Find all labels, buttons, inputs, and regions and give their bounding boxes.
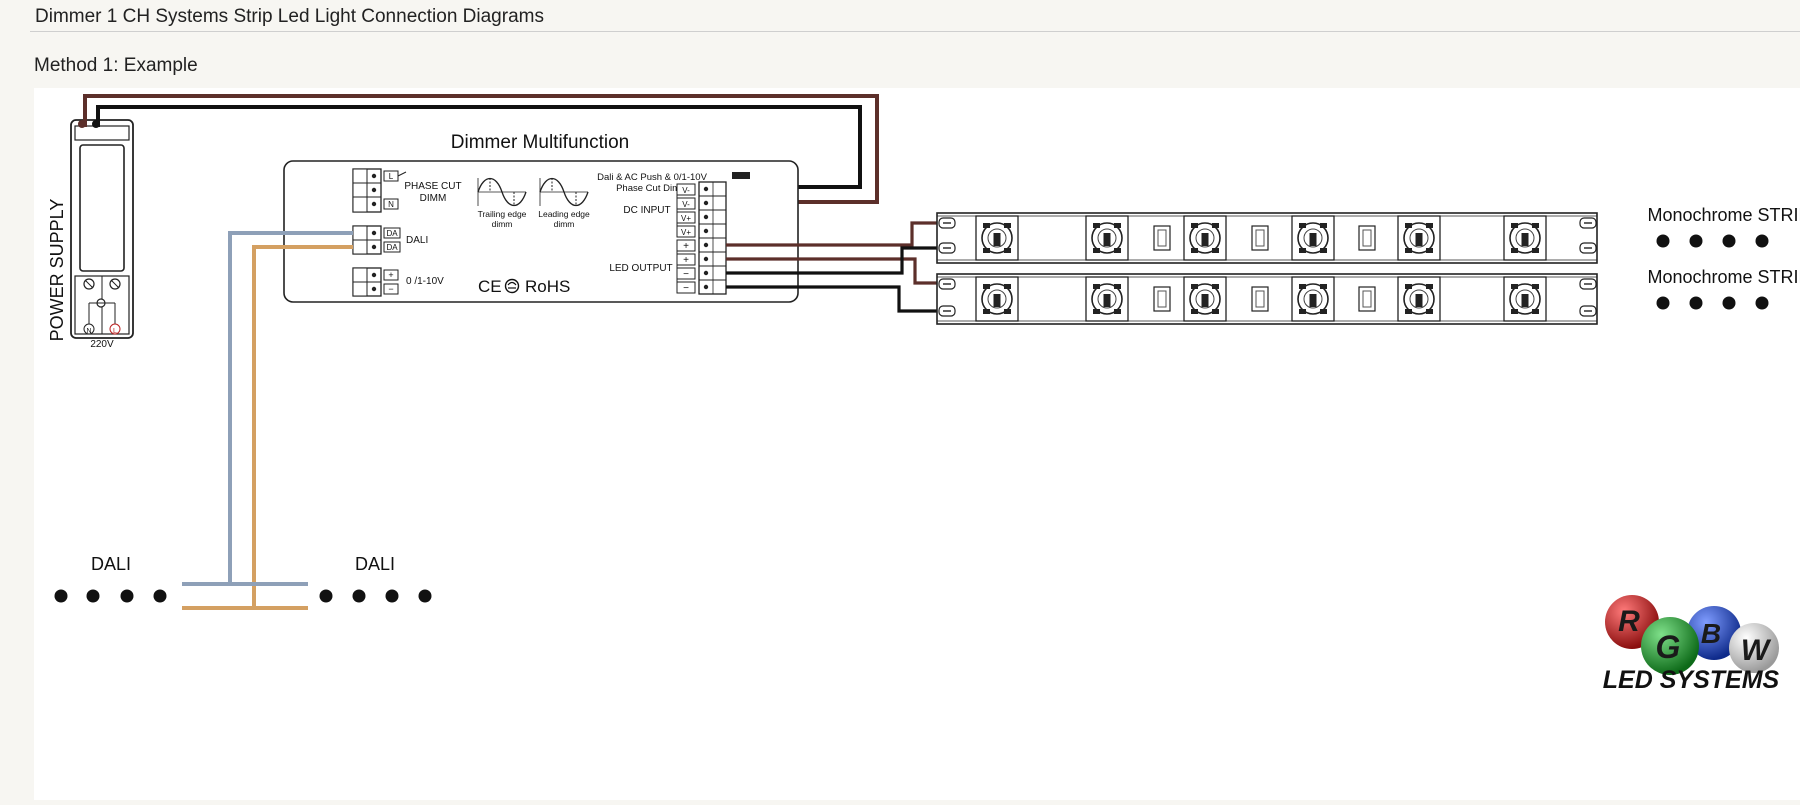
section-title: Method 1: Example	[34, 55, 198, 76]
led-pin-3: −	[683, 269, 689, 280]
led-output-label: LED OUTPUT	[609, 263, 672, 274]
terminal-l-label: L	[389, 172, 394, 181]
analog-plus: +	[388, 270, 393, 280]
dimmer-box: L N PHASE CUT DIMM DA DA DALI + − 0 /1-1…	[283, 160, 799, 303]
trailing-edge-label: Trailing edge	[478, 209, 527, 219]
terminal-n-label: N	[388, 200, 394, 209]
power-supply-label: POWER SUPPLY	[47, 199, 67, 342]
brown-wire	[83, 94, 879, 204]
power-wires	[83, 94, 879, 204]
leading-edge-label: Leading edge	[538, 209, 590, 219]
top-note-line2: Phase Cut Dimm	[616, 183, 688, 194]
dali-wires	[182, 231, 353, 610]
dimmer-dali-label: DALI	[406, 235, 428, 246]
power-supply: POWER SUPPLY N L 220V	[47, 119, 134, 350]
trailing-edge-dimm: dimm	[492, 219, 513, 229]
led-pin-4: −	[683, 283, 689, 294]
black-wire	[96, 105, 862, 189]
logo-letter-b: B	[1701, 618, 1721, 649]
dali-terminal-2: DA	[386, 243, 398, 252]
dali-orange-wire	[252, 245, 353, 608]
connection-diagram: POWER SUPPLY N L 220V Dimmer Multifuncti…	[47, 94, 1800, 694]
rgbw-logo: R G B W LED SYSTEMS	[1603, 595, 1780, 694]
leading-edge-dimm: dimm	[554, 219, 575, 229]
logo-letter-w: W	[1741, 634, 1772, 667]
neutral-label: N	[86, 328, 91, 335]
top-note-line1: Dali & AC Push & 0/1-10V	[597, 172, 707, 183]
dali-blue-wire	[228, 231, 353, 584]
dali-terminal-1: DA	[386, 229, 398, 238]
phase-cut-label: PHASE CUT	[404, 181, 461, 192]
neutral-terminal	[83, 323, 95, 335]
dali-left-dots	[54, 589, 167, 603]
recycle-icon	[504, 278, 520, 294]
dc-pin-3: V+	[681, 214, 691, 223]
live-terminal	[109, 323, 121, 335]
voltage-label: 220V	[90, 339, 114, 350]
rohs-mark: RoHS	[525, 277, 570, 296]
strip-2-dots	[1656, 296, 1769, 310]
analog-label: 0 /1-10V	[406, 276, 444, 287]
strip-2-label: Monochrome STRIP	[1647, 267, 1800, 287]
dali-right-label: DALI	[355, 554, 395, 574]
dc-pin-1: V-	[682, 186, 690, 195]
dc-pin-4: V+	[681, 228, 691, 237]
logo-letter-r: R	[1618, 605, 1640, 638]
logo-letter-g: G	[1656, 629, 1681, 665]
diagram-canvas: POWER SUPPLY N L 220V Dimmer Multifuncti…	[34, 88, 1800, 800]
power-supply-window	[79, 144, 125, 272]
live-label: L	[113, 328, 117, 335]
title-divider	[30, 31, 1800, 32]
status-led	[732, 172, 750, 179]
led-pin-2: +	[683, 255, 689, 266]
page-title: Dimmer 1 CH Systems Strip Led Light Conn…	[35, 6, 544, 27]
dc-input-label: DC INPUT	[623, 205, 670, 216]
analog-minus: −	[388, 284, 393, 294]
dali-left-label: DALI	[91, 554, 131, 574]
phase-cut-dimm-label: DIMM	[420, 193, 447, 204]
dimmer-title: Dimmer Multifunction	[451, 132, 629, 153]
strip-1-dots	[1656, 234, 1769, 248]
led-strip-1	[936, 212, 1598, 264]
led-strip-2	[936, 273, 1598, 325]
ce-mark: CE	[478, 277, 502, 296]
logo-text: LED SYSTEMS	[1603, 666, 1780, 694]
output-wires	[726, 221, 939, 313]
dali-right-dots	[319, 589, 432, 603]
strip-1-label: Monochrome STRIP	[1647, 205, 1800, 225]
led-pin-1: +	[683, 241, 689, 252]
dc-pin-2: V-	[682, 200, 690, 209]
leading-edge-waveform	[539, 177, 589, 207]
trailing-edge-waveform	[477, 177, 527, 207]
